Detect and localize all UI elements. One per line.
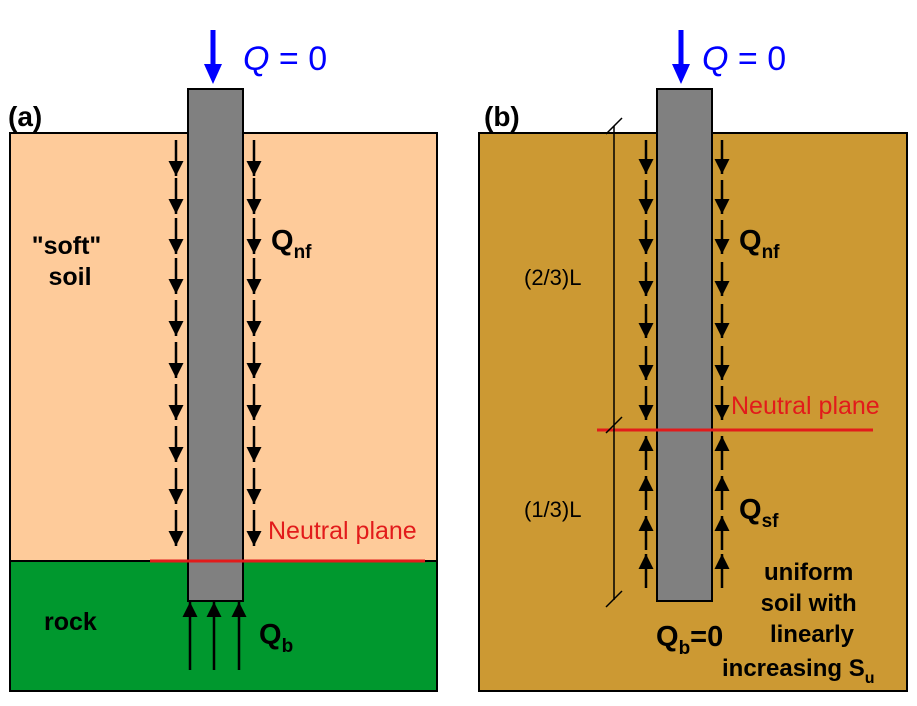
panel-tag-b: (b)	[484, 101, 520, 132]
base-resistance-arrows-a	[182, 602, 247, 670]
neutral-plane-label-b: Neutral plane	[731, 392, 880, 420]
positive-skin-friction-arrows-b	[638, 436, 730, 588]
panel-a: Q = 0 (a) "soft" soil Qnf Neutral plane …	[8, 30, 438, 692]
side-force-label-b-upper: Qnf	[739, 225, 780, 263]
base-force-label-a: Qb	[259, 619, 293, 657]
pile-b	[656, 88, 713, 602]
lower-length-label: (1/3)L	[524, 497, 581, 522]
side-force-label-b-lower: Qsf	[739, 494, 779, 532]
load-arrow-b	[672, 30, 690, 84]
length-dimension-line	[605, 117, 623, 608]
negative-skin-friction-arrows-a	[168, 140, 262, 546]
neutral-plane-label-a: Neutral plane	[268, 517, 417, 545]
negative-skin-friction-arrows-b	[638, 140, 730, 420]
top-load-label-a: Q = 0	[243, 40, 327, 78]
side-force-label-a: Qnf	[271, 225, 312, 263]
upper-length-label: (2/3)L	[524, 265, 581, 290]
soil-description: uniform soil with linearly	[761, 559, 864, 648]
base-force-label-b: Qb=0	[656, 621, 723, 659]
panel-tag-a: (a)	[8, 101, 42, 132]
pile-a	[187, 88, 244, 602]
rock-label: rock	[44, 608, 97, 636]
top-load-label-b: Q = 0	[702, 40, 786, 78]
panel-b: Q = 0 (b) (2/3)L (1/3)L Qnf Neutral plan…	[478, 30, 908, 692]
soil-description-last-line: increasing Su	[722, 655, 875, 687]
soft-soil-label: "soft" soil	[32, 232, 108, 291]
load-arrow-a	[204, 30, 222, 84]
